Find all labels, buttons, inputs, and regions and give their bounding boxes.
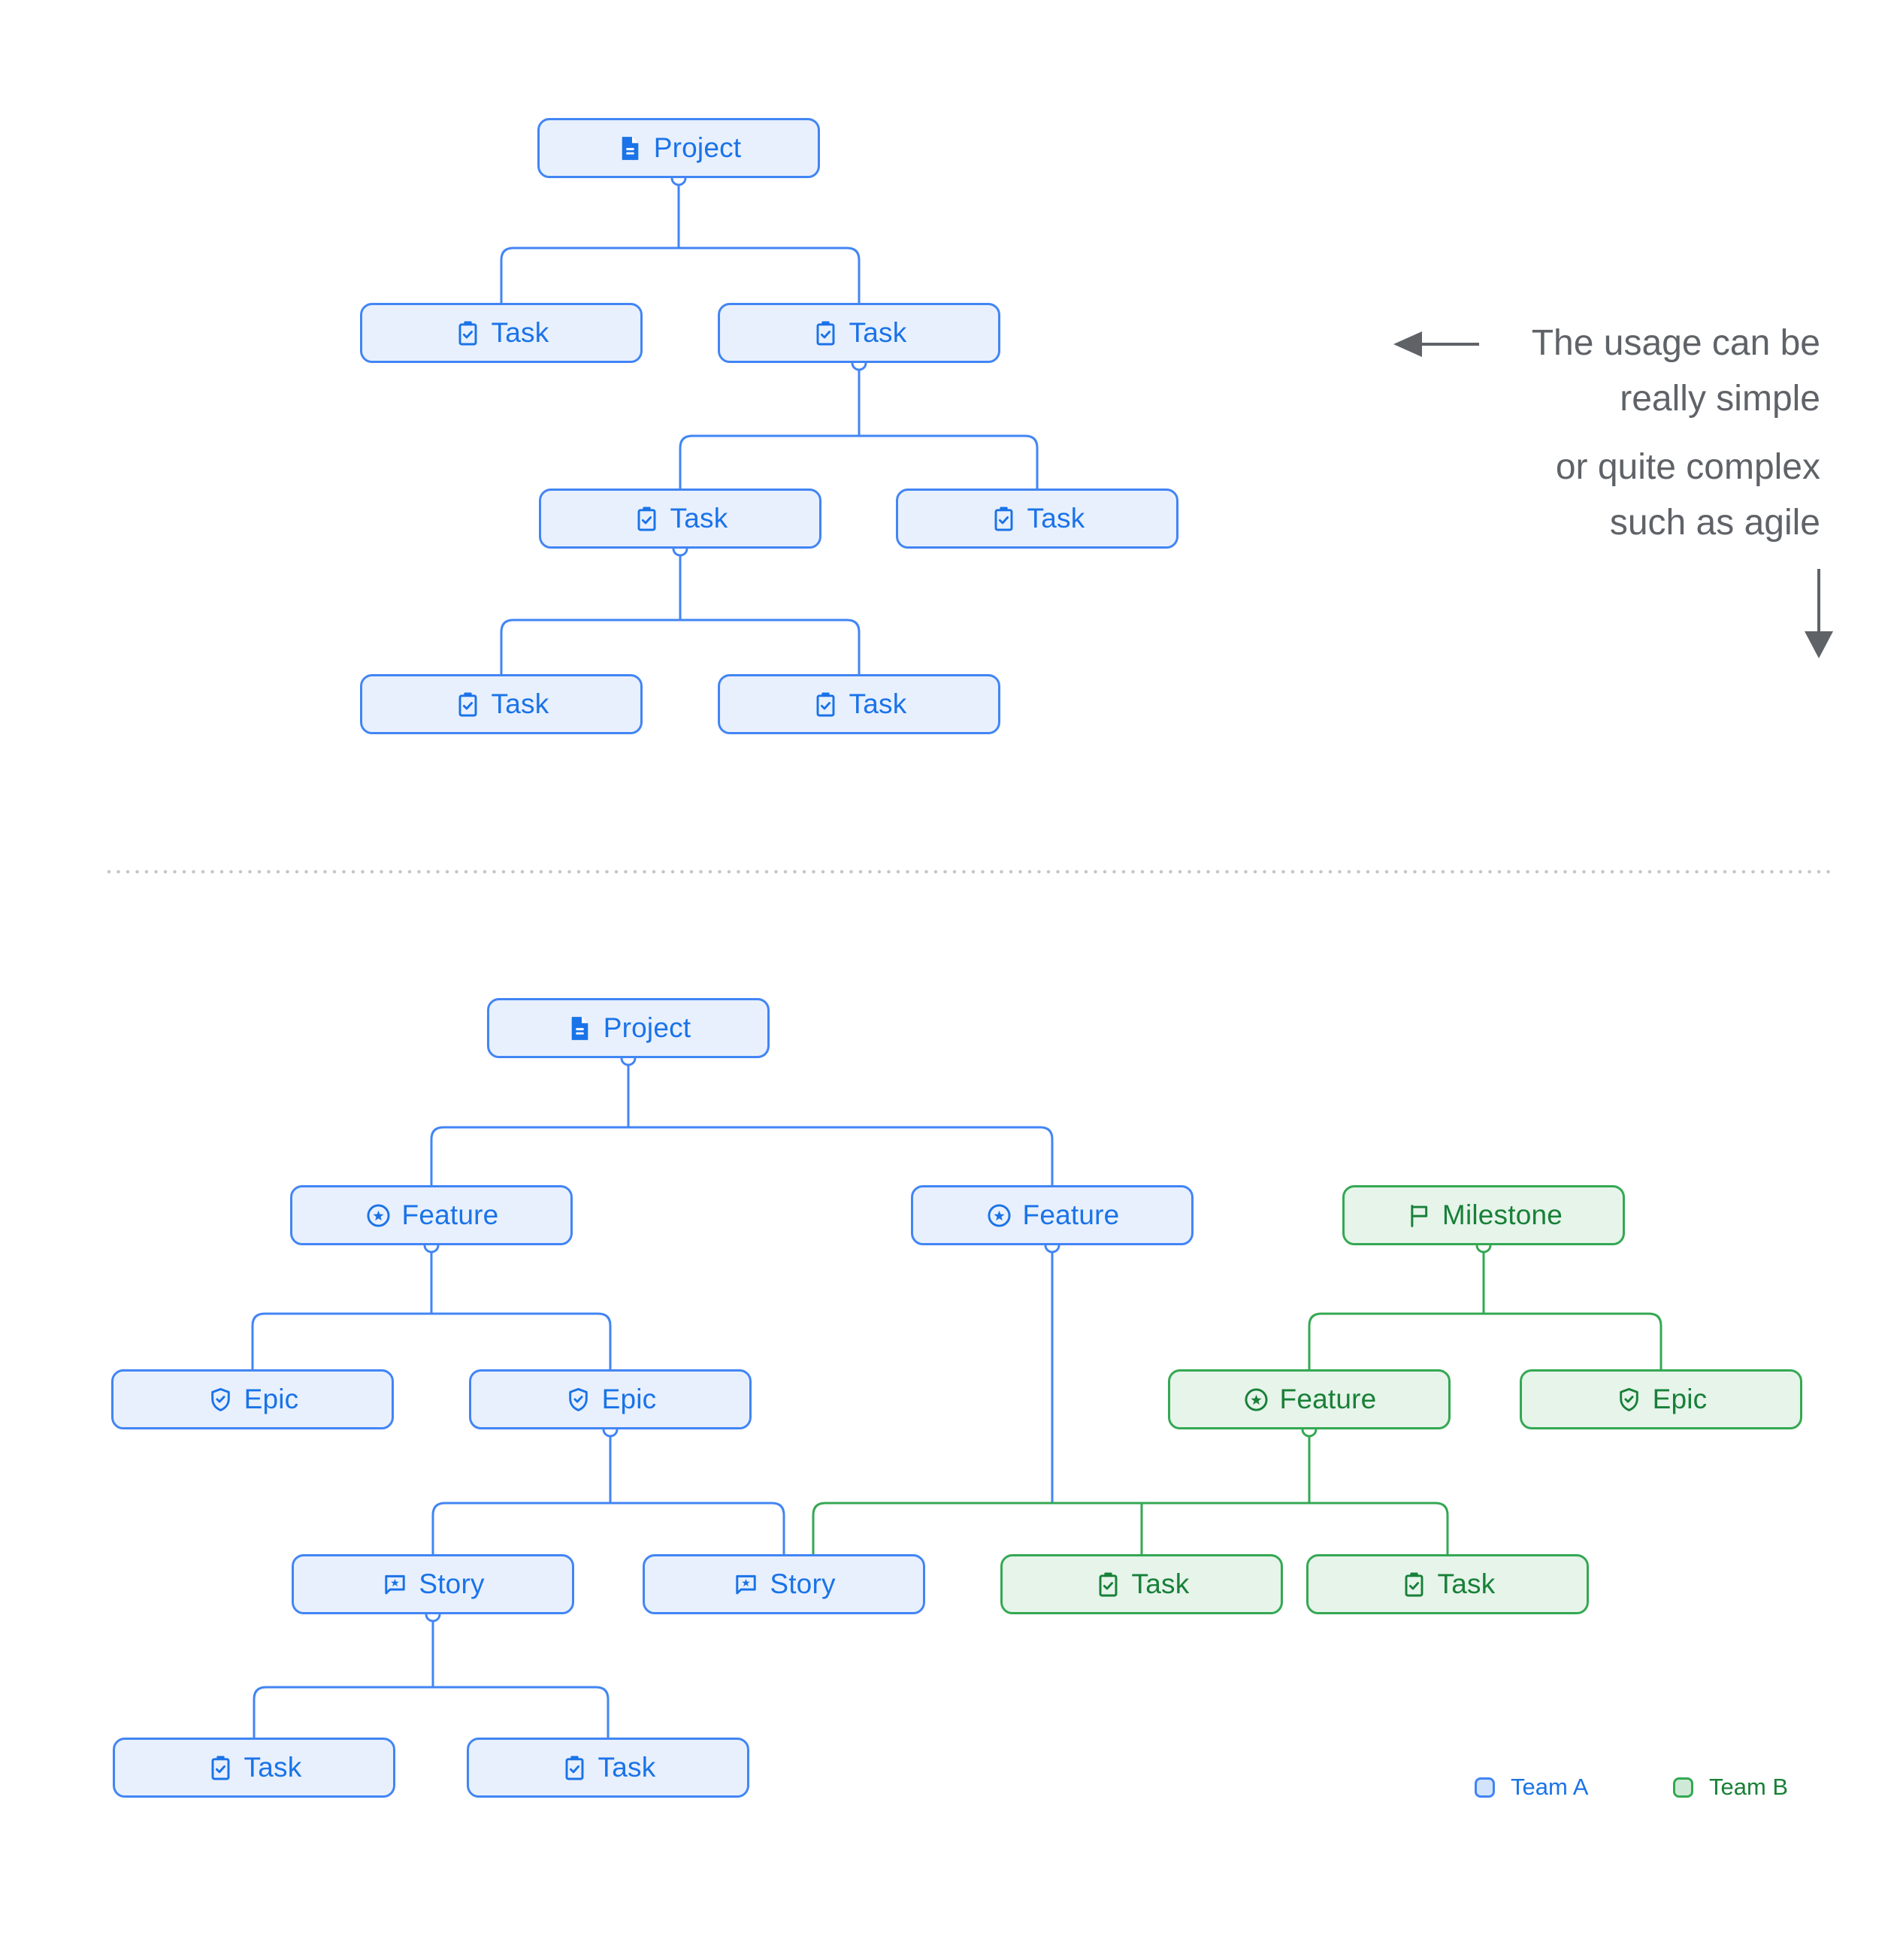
comment-star-icon bbox=[732, 1571, 760, 1599]
annotation-line: The usage can be bbox=[1531, 323, 1820, 363]
comment-star-icon bbox=[381, 1571, 409, 1599]
legend-team-a: Team A bbox=[1475, 1774, 1588, 1801]
annotation-line: or quite complex bbox=[1555, 446, 1820, 487]
node-label: Task bbox=[1437, 1568, 1496, 1599]
document-icon bbox=[616, 135, 644, 162]
clipboard-check-icon bbox=[454, 319, 482, 347]
node-epic-2: Epic bbox=[469, 1369, 752, 1429]
node-project-simple: Project bbox=[537, 118, 820, 178]
node-feature-green: Feature bbox=[1168, 1369, 1451, 1429]
node-task-green-1: Task bbox=[1000, 1554, 1283, 1614]
node-task-3: Task bbox=[539, 488, 821, 549]
node-label: Task bbox=[849, 688, 907, 719]
node-story-2: Story bbox=[643, 1554, 925, 1614]
node-label: Feature bbox=[1279, 1384, 1377, 1414]
clipboard-check-icon bbox=[812, 319, 840, 347]
shield-check-icon bbox=[1615, 1386, 1643, 1414]
flag-icon bbox=[1405, 1202, 1433, 1230]
clipboard-check-icon bbox=[812, 691, 840, 718]
star-circle-icon bbox=[985, 1202, 1013, 1230]
legend-team-b: Team B bbox=[1673, 1774, 1788, 1801]
node-label: Task bbox=[491, 688, 549, 719]
node-label: Task bbox=[491, 317, 549, 348]
node-task-8: Task bbox=[467, 1738, 749, 1798]
node-task-2: Task bbox=[718, 303, 1000, 363]
team-b-swatch bbox=[1673, 1777, 1693, 1798]
node-label: Task bbox=[849, 317, 907, 348]
node-story-1: Story bbox=[292, 1554, 574, 1614]
shield-check-icon bbox=[564, 1386, 592, 1414]
clipboard-check-icon bbox=[561, 1754, 588, 1782]
node-label: Milestone bbox=[1442, 1199, 1563, 1230]
node-label: Project bbox=[603, 1012, 691, 1043]
node-task-7: Task bbox=[113, 1738, 395, 1798]
clipboard-check-icon bbox=[207, 1754, 234, 1782]
node-task-6: Task bbox=[718, 674, 1000, 734]
node-label: Task bbox=[1131, 1568, 1190, 1599]
node-label: Epic bbox=[1652, 1384, 1708, 1414]
node-task-4: Task bbox=[896, 488, 1178, 549]
document-icon bbox=[566, 1015, 594, 1042]
node-label: Feature bbox=[401, 1199, 499, 1230]
node-milestone: Milestone bbox=[1342, 1185, 1625, 1245]
node-task-1: Task bbox=[360, 303, 643, 363]
node-label: Epic bbox=[601, 1384, 657, 1414]
node-label: Story bbox=[419, 1568, 485, 1599]
node-task-5: Task bbox=[360, 674, 643, 734]
node-task-green-2: Task bbox=[1306, 1554, 1589, 1614]
down-arrow-icon bbox=[1805, 569, 1833, 658]
node-feature-2: Feature bbox=[911, 1185, 1194, 1245]
node-label: Task bbox=[1027, 503, 1085, 534]
clipboard-check-icon bbox=[1094, 1571, 1122, 1599]
node-label: Feature bbox=[1022, 1199, 1120, 1230]
node-label: Task bbox=[244, 1752, 302, 1783]
annotation-paragraph-2: or quite complex such as agile bbox=[1532, 440, 1820, 552]
node-label: Epic bbox=[244, 1384, 299, 1414]
clipboard-check-icon bbox=[990, 505, 1018, 533]
node-label: Task bbox=[598, 1752, 656, 1783]
annotation-paragraph-1: The usage can be really simple bbox=[1532, 316, 1820, 428]
clipboard-check-icon bbox=[633, 505, 661, 533]
star-circle-icon bbox=[1242, 1386, 1270, 1414]
shield-check-icon bbox=[207, 1386, 234, 1414]
node-project-complex: Project bbox=[487, 998, 770, 1058]
clipboard-check-icon bbox=[454, 691, 482, 718]
team-a-swatch bbox=[1475, 1777, 1495, 1798]
team-b-edges bbox=[812, 1245, 1662, 1554]
annotation-line: really simple bbox=[1620, 379, 1820, 419]
node-label: Task bbox=[670, 503, 728, 534]
star-circle-icon bbox=[365, 1202, 392, 1230]
legend-label: Team B bbox=[1709, 1774, 1789, 1800]
node-label: Project bbox=[653, 132, 742, 163]
legend-label: Team A bbox=[1511, 1774, 1589, 1800]
annotation-text: The usage can be really simple or quite … bbox=[1532, 316, 1820, 552]
left-arrow-icon bbox=[1393, 331, 1479, 357]
clipboard-check-icon bbox=[1400, 1571, 1428, 1599]
node-label: Story bbox=[770, 1568, 836, 1599]
team-a-edges bbox=[251, 178, 1054, 1738]
node-epic-1: Epic bbox=[111, 1369, 394, 1429]
node-epic-green: Epic bbox=[1520, 1369, 1802, 1429]
annotation-line: such as agile bbox=[1609, 503, 1820, 543]
node-feature-1: Feature bbox=[290, 1185, 573, 1245]
